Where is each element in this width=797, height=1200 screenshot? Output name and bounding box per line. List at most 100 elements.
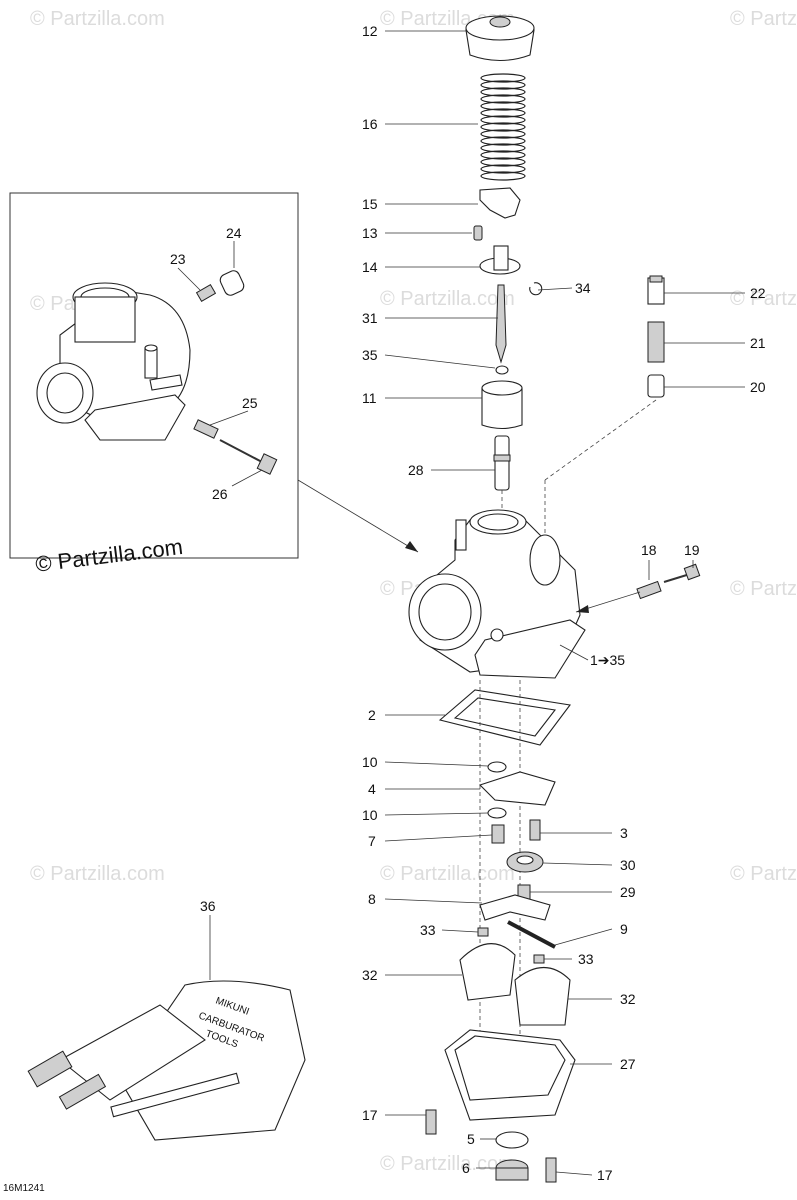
part-4-plate [478, 771, 556, 806]
callout-4: 4 [368, 781, 376, 797]
callout-12: 12 [362, 23, 378, 39]
callout-15: 15 [362, 196, 378, 212]
callout-19: 19 [684, 542, 700, 558]
callout-33: 33 [420, 922, 436, 938]
spring-coil [480, 80, 526, 90]
watermark: © Partzilla.com [380, 1153, 515, 1175]
callouts: 12 16 15 13 14 34 31 35 11 28 22 21 20 1… [170, 23, 766, 1183]
spring-coil [480, 101, 526, 111]
callout-32: 32 [620, 991, 636, 1007]
part-6-plug [495, 1159, 529, 1181]
spring-coil [480, 164, 526, 174]
watermarks: © Partzilla.com © Partzilla.com © Partzi… [30, 8, 797, 1175]
part-36-toolkit: MIKUNI CARBURATOR TOOLS [27, 980, 306, 1141]
part-3-jet [529, 819, 541, 841]
callout-33: 33 [578, 951, 594, 967]
inset-part-25 [193, 419, 219, 439]
part-10-oring [487, 807, 507, 819]
callout-20: 20 [750, 379, 766, 395]
leader-lines [209, 30, 745, 1176]
spring-coil [480, 136, 526, 146]
callout-6: 6 [462, 1160, 470, 1176]
part-33-screw [477, 927, 489, 937]
part-28-jet [493, 435, 511, 491]
callout-24: 24 [226, 225, 242, 241]
spring-coil [480, 108, 526, 118]
part-32-float [514, 967, 571, 1026]
inset-carburetor [36, 282, 191, 441]
spring-coil [480, 73, 526, 83]
callout-36: 36 [200, 898, 216, 914]
part-21-spring [647, 321, 665, 363]
part-13-screw [473, 225, 483, 241]
part-34-clip [529, 282, 543, 296]
spring-coil [480, 143, 526, 153]
watermark: © Partzilla.com [380, 863, 515, 885]
spring-coil [480, 115, 526, 125]
callout-17: 17 [362, 1107, 378, 1123]
callout-21: 21 [750, 335, 766, 351]
inset-part-26 [219, 439, 278, 475]
callout-28: 28 [408, 462, 424, 478]
part-8-arm [479, 894, 551, 921]
spring-coil [480, 157, 526, 167]
watermark: © Partzilla.com [730, 288, 797, 310]
inset-part-23 [195, 283, 217, 303]
callout-11: 11 [362, 390, 377, 406]
part-11-slide [481, 380, 523, 430]
callout-14: 14 [362, 259, 378, 275]
part-14-plate [479, 245, 521, 275]
inset-frame [9, 192, 299, 559]
callout-29: 29 [620, 884, 636, 900]
callout-26: 26 [212, 486, 228, 502]
callout-16: 16 [362, 116, 378, 132]
spring-coil [480, 87, 526, 97]
part-5-oring [495, 1131, 529, 1149]
part-12-cap [465, 15, 535, 62]
watermark: © Partzilla.com [30, 863, 165, 885]
part-17-screw [545, 1157, 557, 1183]
inset-part-24 [219, 270, 245, 296]
callout-17: 17 [597, 1167, 613, 1183]
callout-9: 9 [620, 921, 628, 937]
part-18-spring [636, 580, 662, 600]
callout-31: 31 [362, 310, 378, 326]
callout-34: 34 [575, 280, 591, 296]
watermark: © Partzilla.com [380, 288, 515, 310]
part-33-screw [533, 954, 545, 964]
part-16-spring [480, 73, 526, 181]
callout-30: 30 [620, 857, 636, 873]
callout-32: 32 [362, 967, 378, 983]
callout-10: 10 [362, 754, 378, 770]
part-9-pin [507, 920, 556, 949]
watermark: © Partzilla.com [730, 578, 797, 600]
callout-25: 25 [242, 395, 258, 411]
callout-22: 22 [750, 285, 766, 301]
callout-27: 27 [620, 1056, 636, 1072]
callout-8: 8 [368, 891, 376, 907]
spring-coil [480, 150, 526, 160]
callout-23: 23 [170, 251, 186, 267]
callout-5: 5 [467, 1131, 475, 1147]
callout-1-35: 1➔35 [590, 652, 625, 668]
figure-id: 16M1241 [3, 1183, 45, 1194]
part-2-gasket [438, 689, 571, 746]
part-20-fitting [647, 374, 665, 398]
callout-2: 2 [368, 707, 376, 723]
spring-coil [480, 171, 526, 181]
watermark: © Partzilla.com [730, 863, 797, 885]
callout-35: 35 [362, 347, 378, 363]
part-17-screw [425, 1109, 437, 1135]
part-15-clip [479, 187, 521, 219]
part-27-bowl [444, 1029, 576, 1121]
part-19-screw [663, 563, 701, 583]
part-10-oring [487, 761, 507, 773]
watermark: © Partzilla.com [30, 8, 165, 30]
callout-10: 10 [362, 807, 378, 823]
part-22-fitting [647, 275, 665, 305]
callout-7: 7 [368, 833, 376, 849]
spring-coil [480, 122, 526, 132]
part-35-washer [495, 365, 509, 375]
part-32-float [459, 943, 516, 1001]
